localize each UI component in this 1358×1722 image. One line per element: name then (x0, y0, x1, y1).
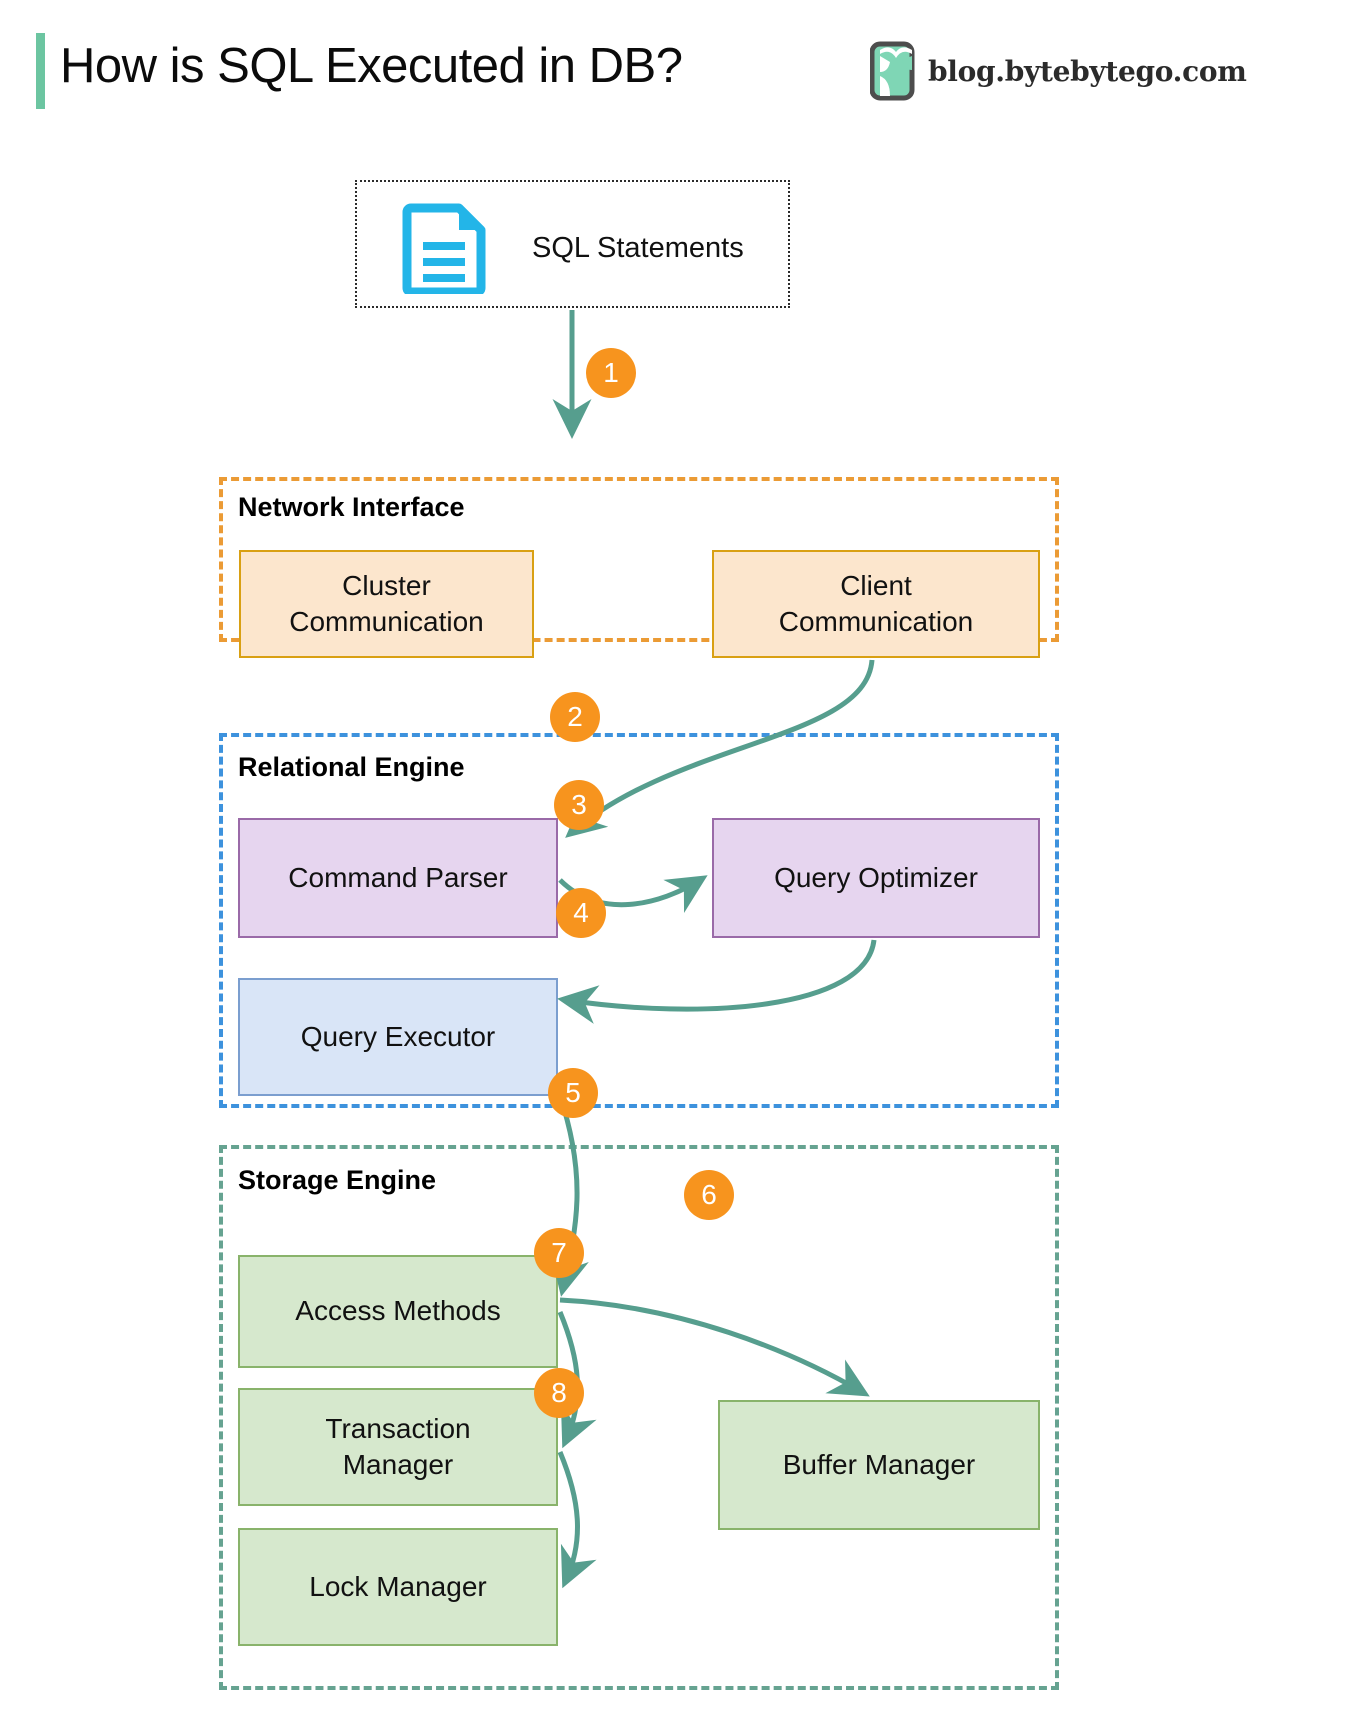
brand-watermark: blog.bytebytego.com (870, 40, 1247, 102)
node-label-line2: Communication (778, 606, 974, 637)
node-buffer-manager[interactable]: Buffer Manager (718, 1400, 1040, 1530)
step-badge-6: 6 (684, 1170, 734, 1220)
node-client-communication[interactable]: Client Communication (712, 550, 1040, 658)
group-title-relational-engine: Relational Engine (238, 752, 465, 782)
step-badge-4: 4 (556, 888, 606, 938)
step-badge-5: 5 (548, 1068, 598, 1118)
node-label-line1: Cluster (342, 569, 431, 601)
node-label-line2: Manager (342, 1449, 454, 1480)
sql-statements-label: SQL Statements (532, 232, 744, 264)
node-transaction-manager[interactable]: Transaction Manager (238, 1388, 558, 1506)
node-cluster-communication[interactable]: Cluster Communication (239, 550, 534, 658)
bytebytego-logo-icon (870, 41, 915, 101)
step-badge-7: 7 (534, 1228, 584, 1278)
page-header: How is SQL Executed in DB? blog.bytebyte… (0, 0, 1358, 140)
document-icon (402, 203, 486, 294)
node-label: Query Executor (300, 1020, 496, 1052)
group-title-network-interface: Network Interface (238, 492, 465, 522)
node-label: Query Optimizer (774, 861, 978, 893)
group-title-storage-engine: Storage Engine (238, 1165, 437, 1195)
title-accent-bar (36, 33, 45, 109)
group-storage-engine (219, 1145, 1059, 1690)
group-network-interface (219, 477, 1059, 642)
step-badge-8: 8 (534, 1368, 584, 1418)
node-command-parser[interactable]: Command Parser (238, 818, 558, 938)
page-title: How is SQL Executed in DB? (60, 39, 683, 93)
node-lock-manager[interactable]: Lock Manager (238, 1528, 558, 1646)
node-query-executor[interactable]: Query Executor (238, 978, 558, 1096)
node-label-line1: Client (840, 569, 912, 601)
step-badge-1: 1 (586, 348, 636, 398)
step-badge-3: 3 (554, 780, 604, 830)
node-label-line2: Communication (289, 606, 484, 637)
node-query-optimizer[interactable]: Query Optimizer (712, 818, 1040, 938)
sql-statements-box: SQL Statements (355, 180, 790, 308)
node-access-methods[interactable]: Access Methods (238, 1255, 558, 1368)
node-label-line1: Transaction (325, 1412, 471, 1444)
node-label: Buffer Manager (782, 1448, 976, 1480)
brand-text: blog.bytebytego.com (928, 54, 1247, 88)
step-badge-2: 2 (550, 692, 600, 742)
node-label: Command Parser (288, 861, 508, 893)
node-label: Access Methods (295, 1295, 501, 1327)
node-label: Lock Manager (309, 1570, 487, 1602)
